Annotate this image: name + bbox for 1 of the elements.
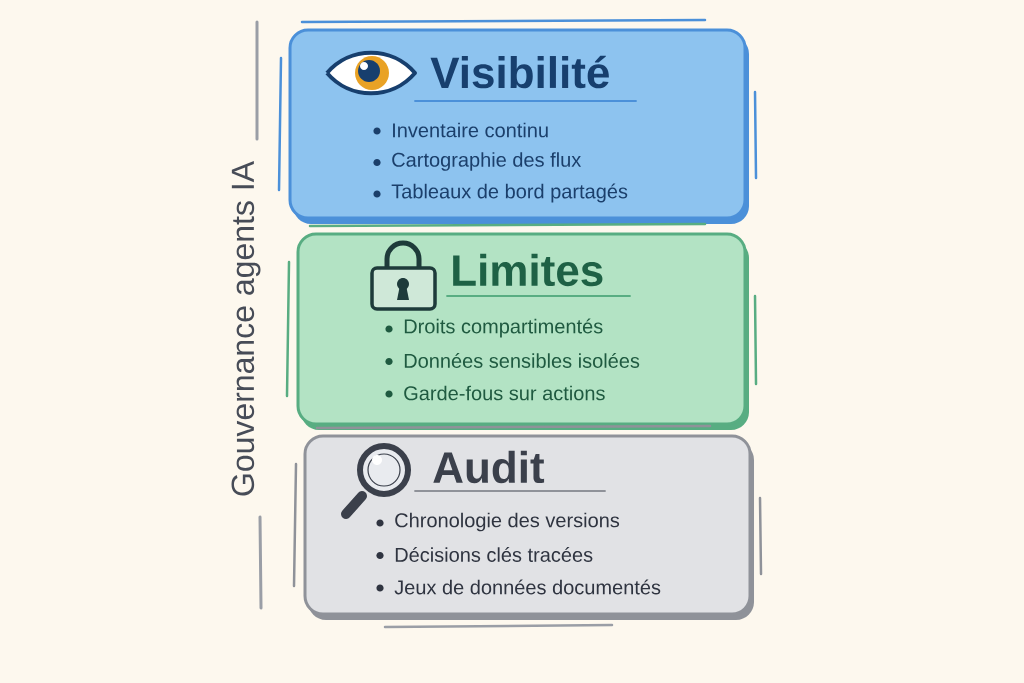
vertical-label: Gouvernance agents IA <box>231 161 261 496</box>
